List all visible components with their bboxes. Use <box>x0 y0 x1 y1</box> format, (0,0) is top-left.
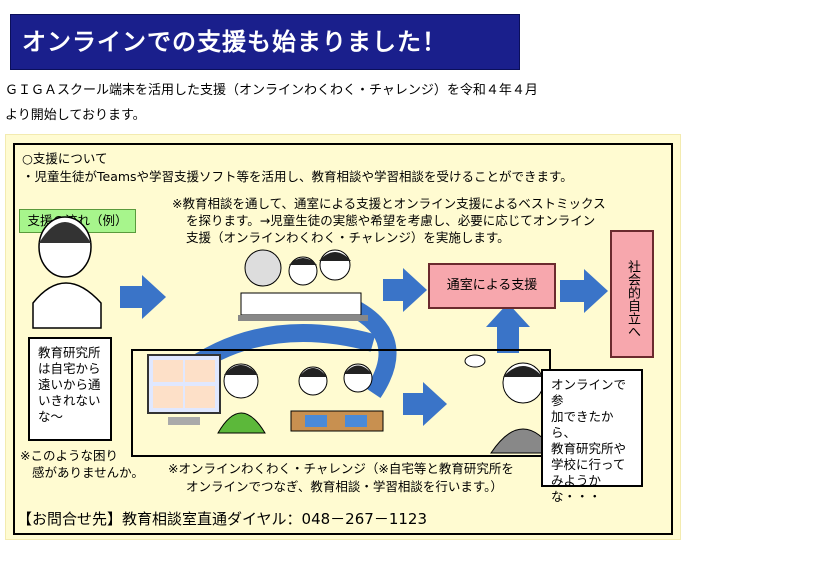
student-speech-bubble: 教育研究所 は自宅から 遠いから通 いきれない な～ <box>28 337 112 441</box>
students-tablets-illustration <box>290 363 384 432</box>
online-bubble-line: 学校に行って <box>551 457 626 472</box>
worry-note-line-2: 感がありませんか。 <box>32 465 144 480</box>
worry-note-line-1: ※このような困り <box>20 448 118 463</box>
thinking-boy-illustration <box>464 354 556 454</box>
illustration-layer <box>32 216 556 454</box>
student-bubble-line: 教育研究所 <box>38 345 101 360</box>
arrow-right-1-stem <box>120 286 142 308</box>
attend-support-box: 通室による支援 <box>428 263 556 309</box>
online-bubble-line: 教育研究所や <box>551 441 627 456</box>
arrow-right-3-head <box>584 269 608 313</box>
arrow-right-4-stem <box>403 393 423 415</box>
online-note-line-2: オンラインでつなぎ、教育相談・学習相談を行います。） <box>186 479 503 494</box>
contact-info: 【お問合せ先】教育相談室直通ダイヤル：048－267－1123 <box>17 510 427 528</box>
student-bubble-line: いきれない <box>38 393 101 408</box>
arrow-right-2-stem <box>383 279 403 301</box>
about-heading: ○支援について <box>22 151 108 166</box>
note-line-2: を探ります。→児童生徒の実態や希望を考慮し、必要に応じてオンライン <box>186 213 596 228</box>
about-text: ・児童生徒がTeamsや学習支援ソフト等を活用し、教育相談や学習相談を受けること… <box>22 169 573 184</box>
student-bubble-line: 遠いから通 <box>38 377 101 392</box>
online-section-frame <box>131 349 551 457</box>
student-bubble-line: な～ <box>38 409 64 424</box>
online-bubble-line: みようかな・・・ <box>551 473 602 504</box>
online-bubble-line: 加できたから、 <box>551 409 614 440</box>
video-call-monitor-illustration <box>147 354 266 434</box>
page-title: オンラインでの支援も始まりました！ <box>22 28 447 56</box>
intro-line-2: より開始しております。 <box>5 108 146 123</box>
counseling-group-illustration <box>238 249 368 321</box>
arrow-right-4-head <box>423 382 447 426</box>
note-line-1: ※教育相談を通して、通室による支援とオンライン支援によるベストミックス <box>172 196 606 211</box>
arrow-right-3-stem <box>560 280 584 302</box>
student-bubble-line: は自宅から <box>38 361 101 376</box>
online-speech-bubble: オンラインで参 加できたから、 教育研究所や 学校に行って みようかな・・・ <box>541 369 643 504</box>
intro-line-1: ＧＩＧＡスクール端末を活用した支援（オンラインわくわく・チャレンジ）を令和４年４… <box>5 83 538 98</box>
online-bubble-line: オンラインで参 <box>551 377 627 408</box>
independence-box: 社会的自立へ <box>610 230 654 358</box>
note-line-3: 支援（オンラインわくわく・チャレンジ）を実施します。 <box>186 230 510 245</box>
online-note-line-1: ※オンラインわくわく・チャレンジ（※自宅等と教育研究所を <box>168 461 514 476</box>
arrow-right-1-head <box>142 275 166 319</box>
title-banner <box>10 14 520 70</box>
arrow-right-2-head <box>403 268 427 312</box>
infographic-frame <box>13 143 673 535</box>
arrow-up-stem <box>497 327 519 353</box>
student-girl-illustration <box>32 216 102 329</box>
